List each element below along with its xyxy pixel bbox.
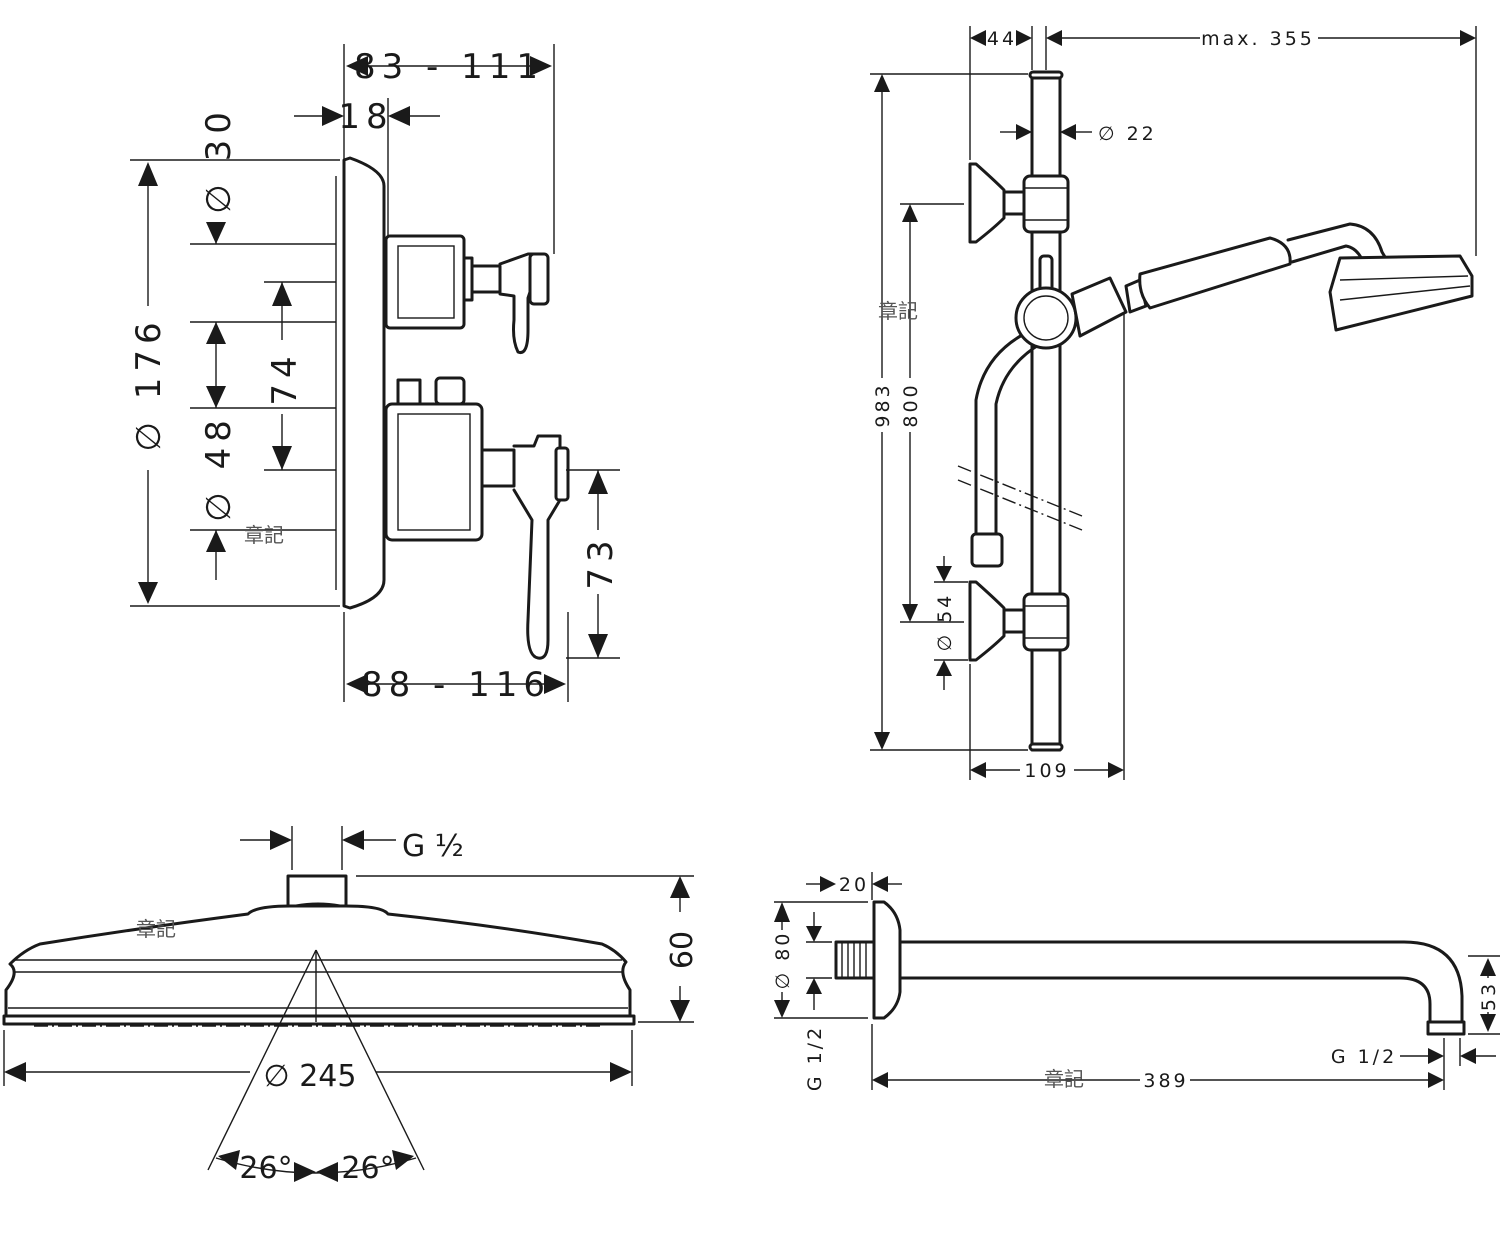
head-thread-label: G ½ [402, 829, 464, 864]
rail-projection-label: 109 [1024, 760, 1069, 782]
head-diameter-label: ∅ 245 [264, 1059, 357, 1094]
watermark-rail: 章記 [878, 299, 918, 323]
head-angle-left-label: 26° [239, 1151, 292, 1186]
rail-view: 44 max. 355 ∅ 22 983 800 ∅ 54 109 章記 [870, 26, 1477, 782]
arm-flange-diameter-label: ∅ 80 [772, 931, 794, 990]
watermark-mixer: 章記 [244, 523, 284, 547]
watermark-overhead: 章記 [136, 917, 176, 941]
rail-bar-diameter-label: ∅ 22 [1098, 123, 1157, 145]
arm-view: 20 ∅ 80 G 1/2 G 1/2 53 389 章記 [772, 872, 1500, 1092]
arm-length-label: 389 [1143, 1070, 1188, 1092]
mixer-spout-diameter-label: ∅ 30 [199, 106, 239, 214]
mixer-view: 83 - 111 18 ∅ 30 ∅ 176 74 ∅ 48 73 88 - 1… [129, 44, 621, 705]
mixer-plate-diameter-label: ∅ 176 [129, 316, 169, 451]
mixer-lower-diameter-label: ∅ 48 [199, 414, 239, 522]
watermark-arm: 章記 [1044, 1067, 1084, 1091]
rail-bracket-diameter-label: ∅ 54 [934, 593, 956, 652]
overhead-view: G ½ 60 ∅ 245 26° 26° 章記 [2, 826, 700, 1186]
arm-outlet-thread-label: G 1/2 [1331, 1046, 1397, 1068]
rail-total-height-label: 983 [872, 382, 894, 427]
arm-flange-depth-label: 20 [839, 874, 869, 896]
mixer-depth-top-label: 83 - 111 [354, 47, 544, 87]
mixer-plate-offset-label: 18 [338, 97, 393, 137]
arm-inlet-thread-label: G 1/2 [804, 1025, 826, 1091]
rail-wall-offset-label: 44 [987, 28, 1017, 50]
head-height-label: 60 [665, 931, 700, 969]
arm-drop-label: 53 [1478, 981, 1500, 1011]
rail-fixing-height-label: 800 [900, 382, 922, 427]
mixer-depth-bottom-label: 88 - 116 [361, 665, 551, 705]
mixer-spacing-label: 74 [265, 350, 305, 405]
mixer-handle-drop-label: 73 [581, 534, 621, 589]
rail-reach-label: max. 355 [1201, 28, 1315, 50]
head-angle-right-label: 26° [341, 1151, 394, 1186]
